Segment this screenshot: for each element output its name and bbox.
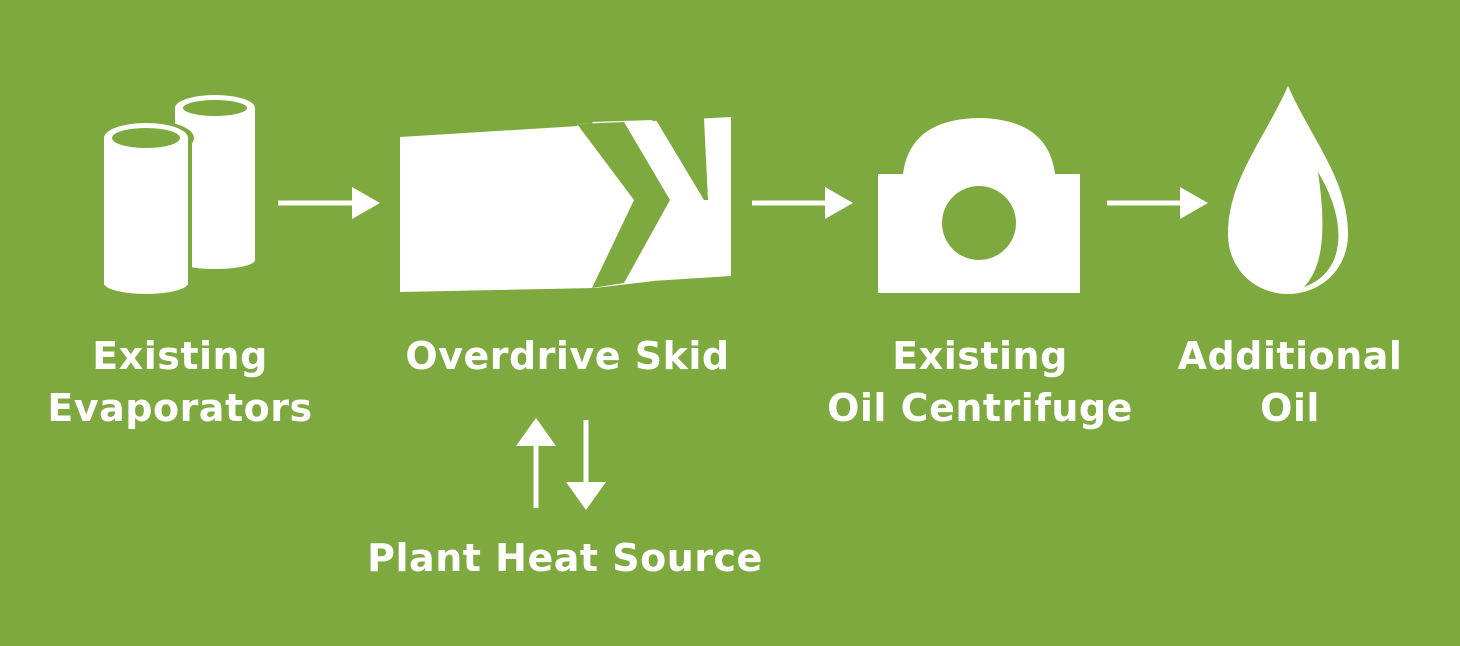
node-label-oil-centrifuge: Existing Oil Centrifuge bbox=[827, 334, 1133, 430]
skid-chevron-cutout bbox=[577, 118, 708, 288]
arrow-skid-to-centrifuge bbox=[752, 187, 853, 219]
arrow-centrifuge-to-oil bbox=[1107, 187, 1208, 219]
bidirectional-arrows-icon bbox=[516, 418, 606, 510]
centrifuge-icon bbox=[878, 118, 1080, 293]
arrow-evaporators-to-skid bbox=[278, 187, 380, 219]
evaporator-tanks-icon bbox=[98, 95, 255, 294]
node-label-additional-oil: Additional Oil bbox=[1177, 334, 1403, 430]
node-label-evaporators: Existing Evaporators bbox=[47, 334, 313, 430]
oil-drop-icon bbox=[1228, 86, 1348, 294]
node-label-overdrive-skid: Overdrive Skid bbox=[405, 334, 730, 378]
heat-source-label: Plant Heat Source bbox=[367, 536, 763, 580]
